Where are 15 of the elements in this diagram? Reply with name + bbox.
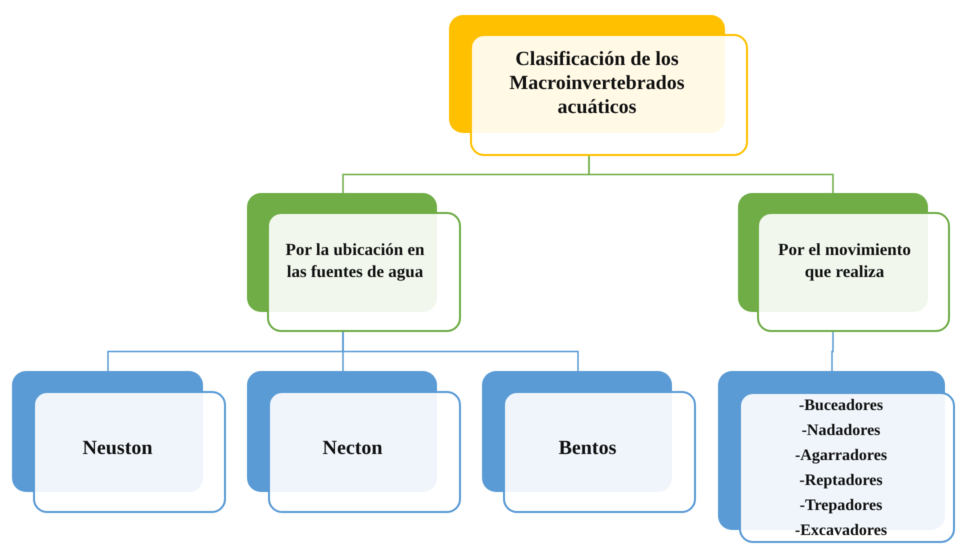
node-label: Por el movimiento que realiza bbox=[777, 239, 912, 283]
node-label: -Trepadores bbox=[800, 496, 882, 516]
node-label: -Buceadores bbox=[798, 396, 884, 416]
node-label: -Excavadores bbox=[794, 520, 888, 540]
node-label: -Nadadores bbox=[802, 420, 880, 440]
connector-line bbox=[831, 332, 834, 371]
node-label: -Agarradores bbox=[794, 446, 888, 466]
connector-line bbox=[342, 332, 579, 371]
node-label: Por la ubicación en las fuentes de agua bbox=[284, 239, 426, 283]
node-label: Necton bbox=[322, 436, 382, 460]
connector-line bbox=[588, 156, 834, 193]
node-label: Neuston bbox=[82, 436, 152, 460]
node-label: Bentos bbox=[558, 436, 616, 460]
node-label: -Reptadores bbox=[799, 470, 883, 490]
node-label: Clasificación de los Macroinvertebrados acuáticos bbox=[508, 47, 686, 119]
